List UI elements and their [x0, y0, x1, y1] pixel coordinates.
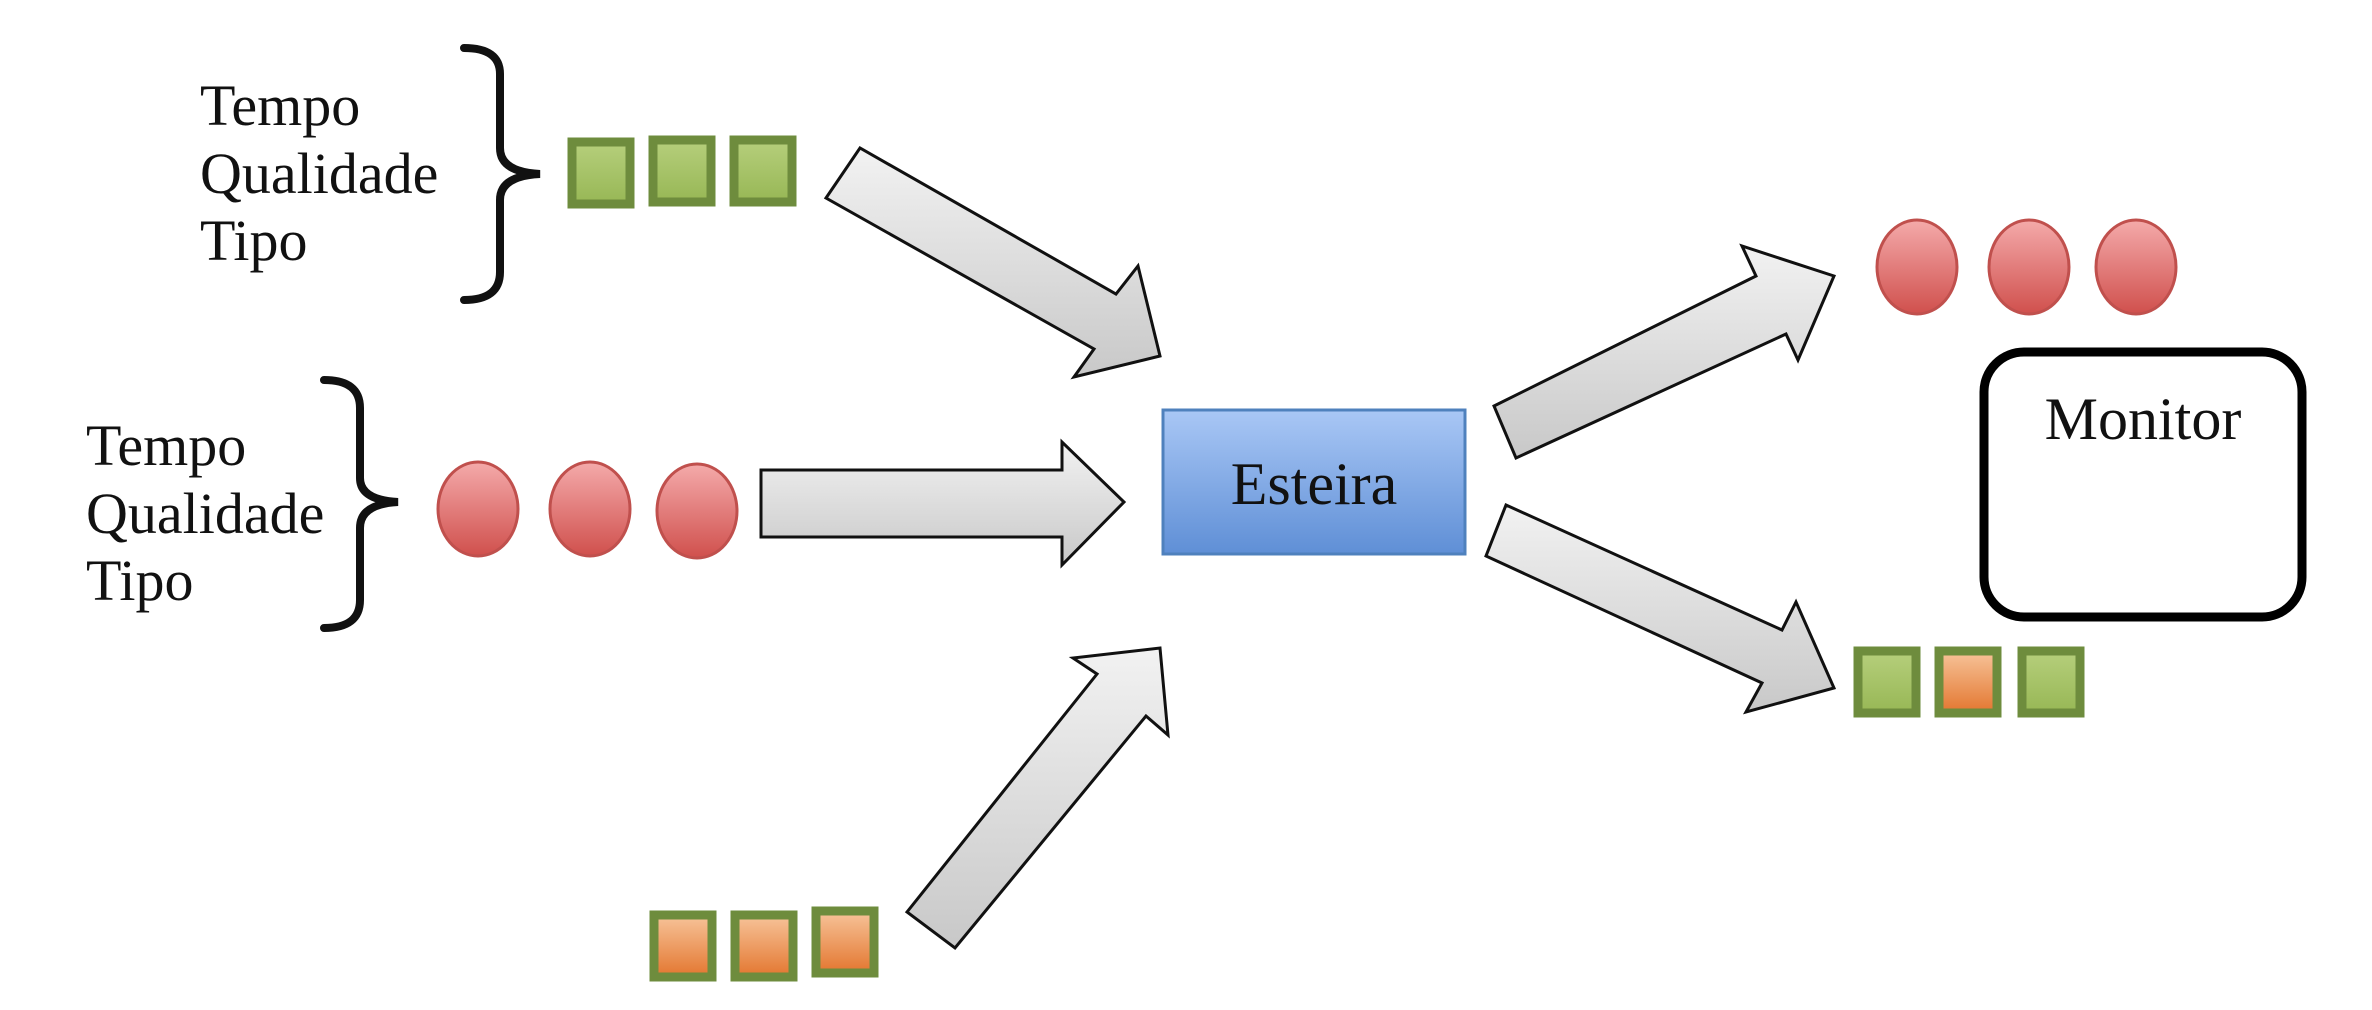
output-bottom-group — [1853, 646, 2085, 718]
output-top-item-red-circle — [1987, 218, 2071, 316]
arrow-esteira-to-output-bottom — [1484, 502, 1837, 715]
output-bottom-item-green-square — [1853, 646, 1921, 718]
arrow-top-to-esteira — [823, 146, 1162, 380]
input-middle-attr-tempo: Tempo — [86, 413, 246, 478]
input-bottom-item-orange-square — [649, 910, 717, 982]
input-bottom-group — [649, 906, 879, 982]
monitor-label: Monitor — [2045, 386, 2242, 452]
input-top-attr-qualidade: Qualidade — [200, 141, 438, 206]
input-top-item-green-square — [567, 137, 635, 209]
input-top-attr-tipo: Tipo — [200, 208, 308, 273]
output-top-item-red-circle — [2094, 218, 2178, 316]
esteira-box: Esteira — [1161, 408, 1467, 556]
input-middle-item-red-circle — [436, 460, 520, 558]
arrow-middle-to-esteira — [759, 438, 1127, 569]
input-top-brace — [460, 44, 541, 304]
output-bottom-item-orange-square — [1934, 646, 2002, 718]
input-top-item-green-square — [648, 135, 716, 207]
input-middle-attr-tipo: Tipo — [86, 548, 194, 613]
output-top-item-red-circle — [1875, 218, 1959, 316]
output-bottom-item-green-square — [2017, 646, 2085, 718]
output-top-group — [1875, 218, 2178, 316]
input-top-group: Tempo Qualidade Tipo — [200, 44, 797, 304]
input-middle-attr-qualidade: Qualidade — [86, 481, 324, 546]
arrow-esteira-to-output-top — [1492, 243, 1837, 461]
input-middle-group: Tempo Qualidade Tipo — [86, 376, 739, 632]
input-top-item-green-square — [729, 135, 797, 207]
esteira-label: Esteira — [1231, 451, 1398, 517]
arrow-bottom-to-esteira — [904, 646, 1170, 951]
input-bottom-item-orange-square — [811, 906, 879, 978]
input-middle-item-red-circle — [655, 462, 739, 560]
monitor-box: Monitor — [1979, 347, 2307, 622]
input-bottom-item-orange-square — [730, 910, 798, 982]
input-top-attr-tempo: Tempo — [200, 73, 360, 138]
input-middle-item-red-circle — [548, 460, 632, 558]
input-middle-brace — [320, 376, 399, 632]
